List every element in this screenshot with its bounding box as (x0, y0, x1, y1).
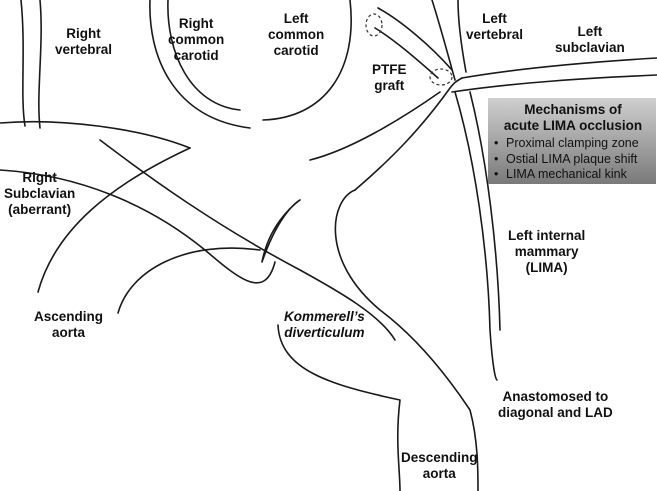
ascending-aorta-inner (117, 247, 261, 314)
mechanism-text: Ostial LIMA plaque shift (506, 151, 638, 166)
label-left-vertebral: Left vertebral (466, 11, 523, 43)
label-left-common-carotid: Left common carotid (268, 11, 324, 59)
label-line: common (268, 27, 325, 42)
label-ptfe-graft: PTFE graft (372, 62, 407, 94)
mechanisms-box: Mechanisms of acute LIMA occlusion Proxi… (488, 98, 656, 184)
label-line: Right (66, 26, 101, 41)
label-line: subclavian (555, 40, 625, 55)
label-line: Anastomosed to (502, 389, 609, 404)
ptfe-graft-vessel-wall (377, 7, 453, 71)
label-line: Subclavian (4, 186, 76, 201)
mechanism-text: Proximal clamping zone (506, 136, 639, 150)
label-line: (LIMA) (525, 260, 568, 275)
clamp-zone-proximal (365, 13, 383, 37)
left-subclavian-vessel-wall (451, 74, 657, 93)
label-line: Left (283, 11, 309, 26)
label-line: carotid (173, 48, 219, 63)
label-anastomosed: Anastomosed to diagonal and LAD (498, 389, 613, 421)
descending-aorta-wall (354, 77, 463, 191)
label-line: (aberrant) (8, 202, 72, 217)
label-line: diagonal and LAD (498, 405, 613, 420)
label-right-common-carotid: Right common carotid (168, 16, 224, 64)
lima-vessel-wall (469, 91, 501, 331)
mechanism-item: LIMA mechanical kink (494, 167, 652, 183)
label-ascending-aorta: Ascending aorta (34, 309, 103, 341)
label-line: aorta (52, 325, 86, 340)
label-left-subclavian: Left subclavian (555, 24, 625, 56)
label-kommerell: Kommerell’s diverticulum (284, 309, 365, 341)
left-vertebral-vessel-wall (457, 0, 467, 73)
right-subclavian-vessel (0, 169, 276, 284)
label-line: diverticulum (284, 325, 365, 340)
mechanisms-title: Mechanisms of acute LIMA occlusion (494, 102, 652, 134)
left-common-carotid-vessel (149, 0, 251, 129)
right-common-carotid-vessel (262, 0, 352, 121)
clamp-zone-ostial (429, 68, 453, 86)
arch-top-right (309, 91, 441, 161)
label-line: graft (374, 78, 405, 93)
kommerell-diverticulum (277, 324, 401, 491)
label-line: mammary (514, 244, 579, 259)
label-line: Ascending (34, 309, 104, 324)
mechanisms-list: Proximal clamping zone Ostial LIMA plaqu… (494, 136, 652, 183)
left-common-carotid-vessel-wall (167, 0, 241, 111)
label-line: Descending (401, 450, 478, 465)
left-subclavian-vessel (461, 57, 657, 79)
title-line: acute LIMA occlusion (503, 118, 643, 133)
label-line: Left (577, 24, 603, 39)
label-line: aorta (422, 466, 456, 481)
mechanism-item: Ostial LIMA plaque shift (494, 152, 652, 168)
lima-vessel (454, 91, 498, 381)
label-line: vertebral (55, 42, 113, 57)
label-line: carotid (273, 43, 319, 58)
label-right-vertebral: Right vertebral (55, 26, 112, 58)
right-vertebral-vessel (38, 0, 42, 129)
label-line: PTFE (372, 62, 407, 77)
label-line: Right (178, 16, 214, 31)
title-line: Mechanisms of (524, 102, 622, 117)
label-line: Left internal (508, 228, 586, 243)
mechanism-item: Proximal clamping zone (494, 136, 652, 152)
label-line: Kommerell’s (284, 309, 365, 324)
label-line: vertebral (466, 27, 524, 42)
arch-left-wall (0, 120, 191, 149)
mechanism-text: LIMA mechanical kink (506, 167, 627, 181)
aberrant-subclavian-vessel (99, 139, 396, 341)
label-line: Right (22, 170, 57, 185)
label-line: Left (482, 11, 507, 26)
kommerell-vessel (261, 199, 301, 263)
label-line: common (168, 32, 225, 47)
label-lima: Left internal mammary (LIMA) (508, 228, 585, 276)
ascending-aorta-outer (37, 147, 191, 293)
left-vertebral-vessel (431, 0, 456, 81)
label-right-subclavian: Right Subclavian (aberrant) (4, 170, 75, 218)
right-vertebral-vessel-wall (20, 0, 26, 127)
label-descending-aorta: Descending aorta (401, 450, 478, 482)
descending-aorta-right (334, 189, 479, 491)
